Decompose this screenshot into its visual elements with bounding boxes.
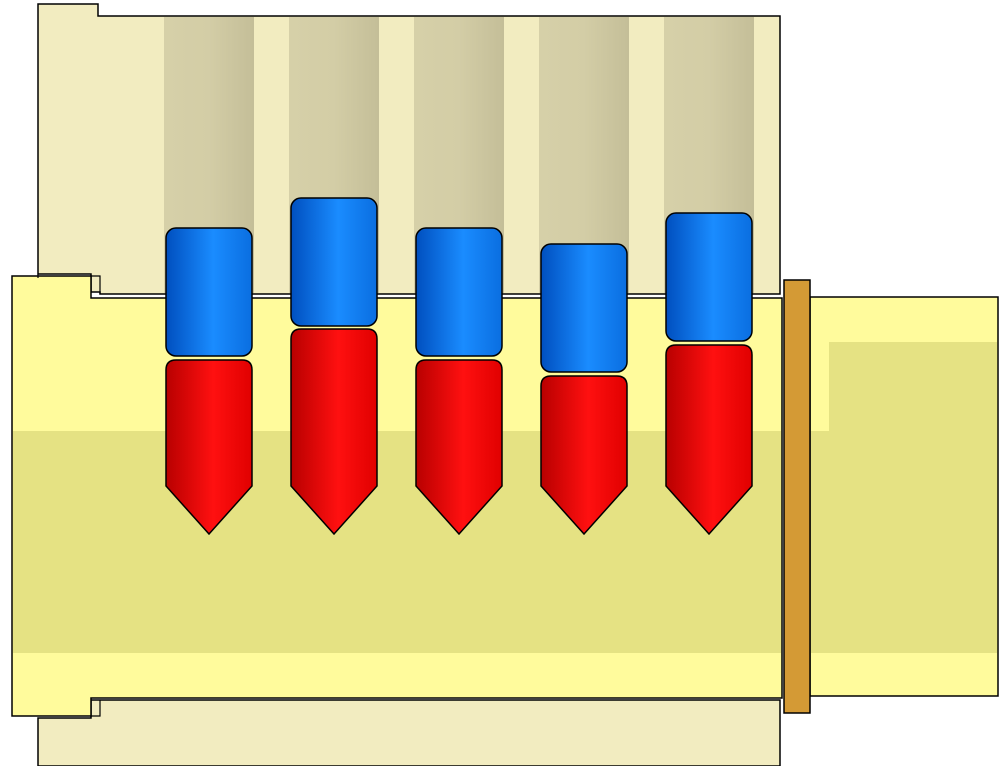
housing-step-upper [37, 274, 101, 294]
driver-pin [415, 227, 503, 357]
plug-band-lower-light [13, 653, 781, 697]
pin-stack-4 [540, 243, 628, 536]
plug-extension-band [811, 342, 997, 695]
plug-keyway-band [13, 431, 781, 653]
key-pin [540, 375, 628, 536]
pin-stack-3 [415, 227, 503, 536]
housing-step-lower [91, 700, 101, 717]
pin-stack-1 [165, 227, 253, 536]
driver-pin [665, 212, 753, 342]
key-pin [290, 328, 378, 536]
driver-pin [290, 197, 378, 327]
retaining-ring [783, 279, 811, 714]
driver-pin [165, 227, 253, 357]
lower-housing [37, 699, 781, 766]
key-pin [165, 359, 253, 536]
pin-stack-2 [290, 197, 378, 536]
key-pin [665, 344, 753, 536]
plug-extension-lower-band [811, 653, 997, 695]
key-pin [415, 359, 503, 536]
driver-pin [540, 243, 628, 373]
pin-stack-5 [665, 212, 753, 536]
